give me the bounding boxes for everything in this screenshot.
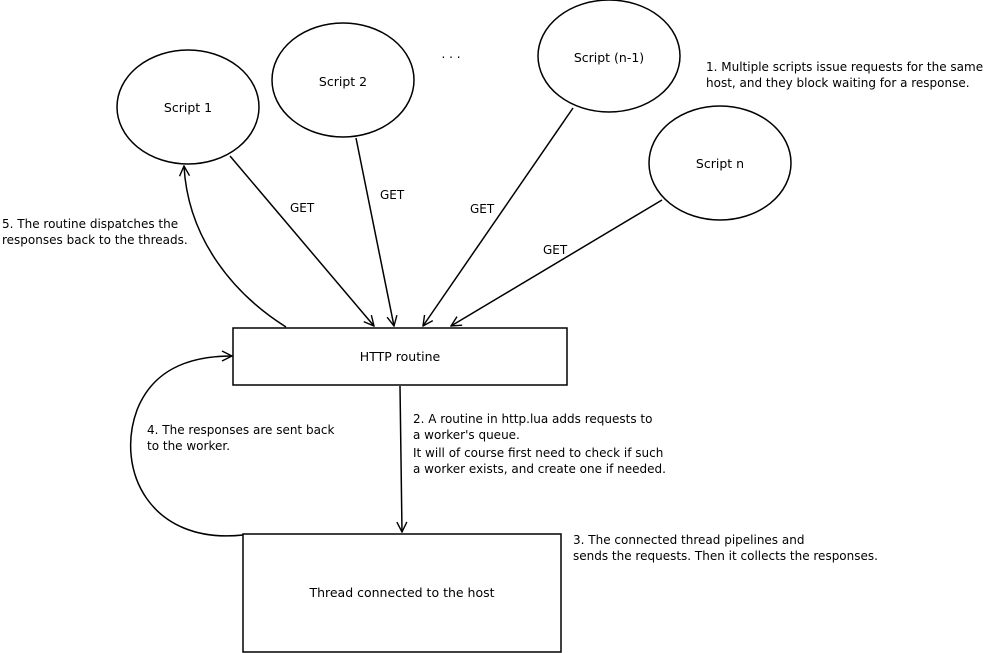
get-label-1: GET	[290, 201, 315, 215]
note-3: 3. The connected thread pipelines and se…	[573, 533, 878, 563]
note-1: 1. Multiple scripts issue requests for t…	[706, 60, 987, 90]
note-5-line-2: responses back to the threads.	[2, 233, 188, 247]
script-n-minus-1-node: Script (n-1)	[537, 0, 681, 113]
thread-box	[242, 533, 562, 653]
script-n-label: Script n	[696, 156, 744, 171]
get-arrow-script-n-minus-1	[423, 107, 574, 326]
note-4-line-2: to the worker.	[147, 439, 230, 453]
note-1-line-1: 1. Multiple scripts issue requests for t…	[706, 60, 983, 74]
script-1-label: Script 1	[164, 100, 212, 115]
queue-arrow	[400, 385, 402, 532]
get-arrow-script-n	[451, 199, 663, 326]
http-routine-label: HTTP routine	[360, 349, 441, 364]
note-5-line-1: 5. The routine dispatches the	[2, 217, 178, 231]
get-label-3: GET	[470, 202, 495, 216]
script-n-minus-1-label: Script (n-1)	[574, 50, 644, 65]
response-return-arrow	[129, 356, 244, 537]
note-3-line-1: 3. The connected thread pipelines and	[573, 533, 804, 547]
script-n-minus-1-ellipse	[537, 0, 681, 113]
note-3-line-2: sends the requests. Then it collects the…	[573, 549, 878, 563]
script-2-ellipse	[271, 22, 415, 138]
thread-node: Thread connected to the host	[242, 533, 562, 653]
dispatch-arrow	[184, 166, 287, 328]
note-2: 2. A routine in http.lua adds requests t…	[413, 412, 667, 476]
ellipsis-label: . . .	[441, 47, 460, 61]
get-arrow-script-2	[355, 137, 394, 326]
script-1-node: Script 1	[116, 49, 260, 165]
script-2-node: Script 2	[271, 22, 415, 138]
script-2-label: Script 2	[319, 74, 367, 89]
get-label-2: GET	[380, 188, 405, 202]
note-5: 5. The routine dispatches the responses …	[2, 217, 188, 247]
thread-label: Thread connected to the host	[308, 585, 494, 600]
http-routine-box	[232, 327, 568, 386]
note-4: 4. The responses are sent back to the wo…	[147, 423, 338, 453]
script-n-ellipse	[648, 105, 792, 221]
http-routine-node: HTTP routine	[232, 327, 568, 386]
note-2-line-1: 2. A routine in http.lua adds requests t…	[413, 412, 652, 426]
note-2-line-3: It will of course first need to check if…	[413, 446, 663, 460]
script-n-node: Script n	[648, 105, 792, 221]
get-label-4: GET	[543, 243, 568, 257]
note-4-line-1: 4. The responses are sent back	[147, 423, 335, 437]
note-1-line-2: host, and they block waiting for a respo…	[706, 76, 970, 90]
note-2-line-2: a worker's queue.	[413, 428, 520, 442]
note-2-line-4: a worker exists, and create one if neede…	[413, 462, 666, 476]
get-arrow-script-1	[229, 155, 374, 326]
script-1-ellipse	[116, 49, 260, 165]
